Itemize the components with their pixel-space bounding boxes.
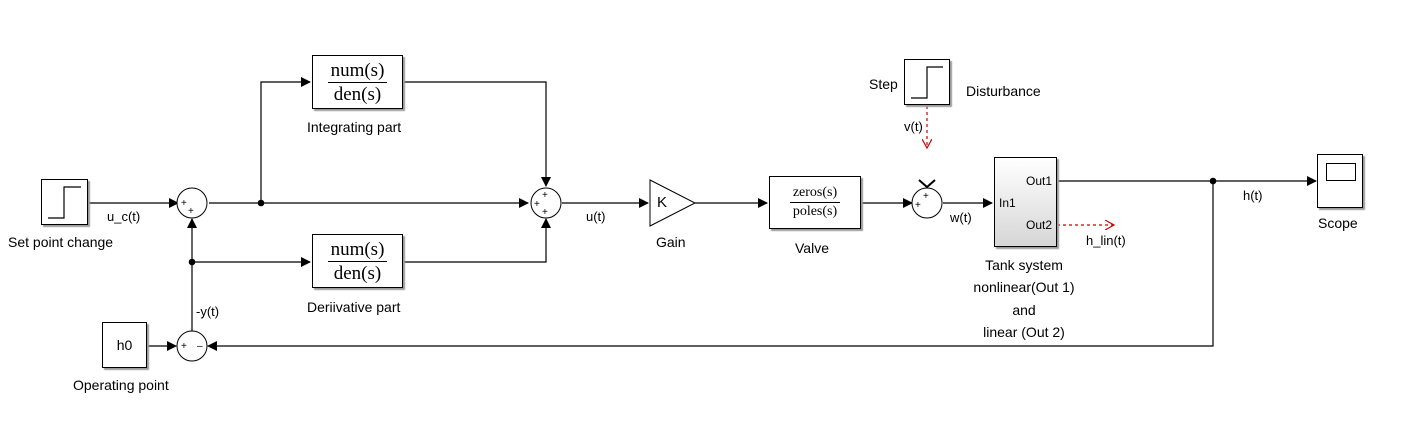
derivative-numerator: num(s) [327, 239, 388, 262]
sum-feedback[interactable] [176, 330, 208, 362]
h-signal-label: h(t) [1243, 188, 1263, 203]
uc-signal-label: u_c(t) [107, 209, 141, 224]
sum-feedback-sign-left: + [181, 341, 187, 352]
sum-pid-sign-top: + [542, 190, 548, 201]
disturbance-label: Disturbance [966, 83, 1041, 99]
wire-integrating-out[interactable] [403, 81, 551, 187]
tank-label-line-2: nonlinear(Out 1) [973, 279, 1075, 295]
tank-out2-port: Out2 [1025, 218, 1052, 232]
gain-block[interactable] [649, 179, 697, 227]
valve-numerator: zeros(s) [789, 185, 841, 203]
tank-label-line-1: Tank system [985, 257, 1063, 273]
sum-pid-sign-bottom: + [542, 207, 548, 218]
wire-derivative-out[interactable] [403, 218, 551, 263]
sum-error-sign-left: + [181, 198, 187, 209]
scope-label: Scope [1318, 215, 1358, 231]
sum-feedback-sign-right: – [197, 341, 203, 352]
tank-system-block[interactable]: In1 Out1 Out2 [994, 157, 1057, 247]
u-signal-label: u(t) [586, 209, 606, 224]
valve-label: Valve [795, 240, 829, 256]
step-icon [911, 66, 943, 99]
scope-screen-icon [1326, 163, 1356, 181]
wire-feedback[interactable] [207, 181, 1214, 351]
integrating-numerator: num(s) [327, 60, 388, 83]
neg-y-signal-label: -y(t) [196, 304, 220, 319]
valve-tf-block[interactable]: zeros(s) poles(s) [769, 176, 861, 229]
integrating-denominator: den(s) [333, 83, 382, 105]
set-point-step-block[interactable] [41, 179, 88, 225]
h-lin-signal-label: h_lin(t) [1086, 233, 1126, 248]
derivative-tf-block[interactable]: num(s) den(s) [312, 234, 403, 288]
w-signal-label: w(t) [950, 210, 972, 225]
tank-label-line-3: and [1012, 302, 1036, 318]
integrating-label: Integrating part [307, 119, 402, 135]
tank-out1-port: Out1 [1025, 174, 1052, 188]
sum-mix-sign-top: + [923, 191, 929, 202]
sum-mix-sign-left: + [915, 200, 921, 211]
disturbance-step-block[interactable] [904, 59, 950, 105]
sum-pid-sign-left: + [534, 199, 540, 210]
set-point-label: Set point change [8, 234, 114, 250]
operating-point-constant-block[interactable]: h0 [102, 322, 147, 368]
integrating-tf-block[interactable]: num(s) den(s) [312, 55, 403, 109]
v-signal-label: v(t) [904, 119, 923, 134]
valve-denominator: poles(s) [792, 204, 838, 219]
gain-label: Gain [656, 234, 686, 250]
wire-disturbance-in [918, 179, 936, 189]
h0-value: h0 [116, 337, 133, 353]
sum-error-sign-bottom: + [188, 206, 194, 217]
derivative-denominator: den(s) [333, 262, 382, 284]
step-icon [48, 186, 81, 219]
scope-block[interactable] [1317, 154, 1363, 208]
step-label: Step [869, 76, 898, 92]
tank-label-line-4: linear (Out 2) [983, 324, 1065, 340]
gain-symbol: K [657, 194, 668, 211]
sum-mix[interactable] [911, 187, 943, 219]
operating-point-label: Operating point [73, 377, 169, 393]
wire-to-integrating[interactable] [260, 77, 311, 203]
sum-pid[interactable] [530, 187, 562, 219]
sum-error[interactable] [176, 187, 208, 219]
derivative-label: Deriivative part [307, 299, 401, 315]
tank-in1-port: In1 [999, 196, 1016, 210]
